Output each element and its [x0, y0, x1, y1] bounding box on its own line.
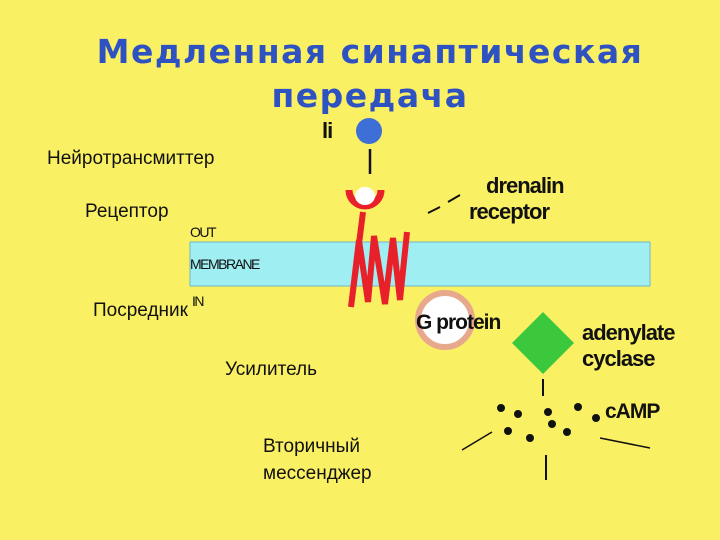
g-protein-ring	[415, 290, 475, 350]
camp-molecules	[497, 403, 600, 442]
page-title: Медленная синаптическая передача	[0, 30, 720, 118]
receptor-label-line-1: drenalin	[486, 173, 565, 198]
title-line-1: Медленная синаптическая	[96, 32, 644, 71]
camp-label: cAMP	[605, 400, 660, 423]
membrane-band	[189, 241, 651, 287]
receptor-binding-site	[345, 189, 385, 210]
camp-dot	[592, 414, 600, 422]
receptor-pointer	[427, 206, 441, 214]
adenylate-cyclase-label: adenylate cyclase	[582, 320, 675, 372]
mediator-label: Посредник	[93, 300, 188, 321]
out-label: OUT	[190, 224, 217, 240]
neurotransmitter-label: Нейротрансмиттер	[47, 148, 215, 169]
enzyme-label-line-2: cyclase	[582, 346, 656, 371]
camp-dot	[548, 420, 556, 428]
messenger-line-right	[599, 437, 651, 449]
receptor-pocket	[355, 187, 375, 205]
second-messenger-label: Вторичный мессенджер	[263, 433, 372, 487]
g-protein-label: G protein	[416, 311, 501, 334]
title-line-2: передача	[271, 76, 469, 115]
camp-dot	[544, 408, 552, 416]
camp-dot	[514, 410, 522, 418]
in-label: IN	[192, 293, 205, 309]
receptor-label: drenalin receptor	[469, 173, 565, 225]
receptor-ru-label: Рецептор	[85, 201, 169, 222]
ligand-circle	[356, 118, 382, 144]
membrane-label: MEMBRANE	[190, 256, 260, 272]
second-messenger-line-1: Вторичный	[263, 436, 360, 457]
amplifier-label: Усилитель	[225, 359, 318, 380]
enzyme-label-line-1: adenylate	[582, 320, 675, 345]
adenylate-cyclase-diamond	[512, 312, 574, 374]
receptor-pointer-2	[447, 194, 461, 203]
camp-dot	[574, 403, 582, 411]
receptor-helices	[348, 211, 410, 308]
messenger-line-left	[461, 431, 493, 451]
camp-dot	[526, 434, 534, 442]
second-messenger-line-2: мессенджер	[263, 463, 372, 484]
camp-dot	[504, 427, 512, 435]
ligand-label: li	[322, 118, 333, 143]
receptor-label-line-2: receptor	[469, 199, 550, 224]
camp-dot	[563, 428, 571, 436]
camp-dot	[497, 404, 505, 412]
